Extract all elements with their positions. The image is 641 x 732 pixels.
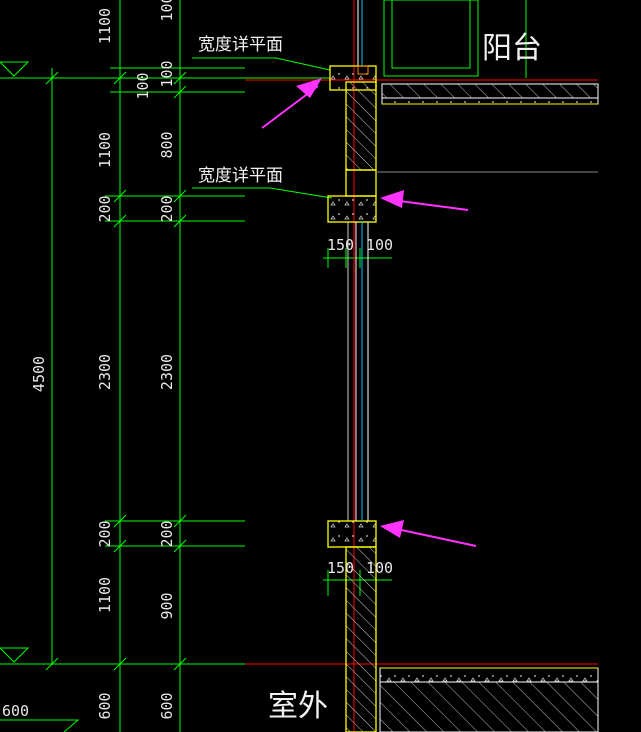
dim-col2-f: 1100 <box>96 577 114 613</box>
dim-col2-e: 200 <box>158 520 176 547</box>
dim-level-mark: 600 <box>2 702 29 720</box>
dim-col3-c: 200 <box>96 195 114 222</box>
balcony-slab-upper <box>381 83 599 105</box>
dimension-lines <box>0 0 527 732</box>
dimension-texts: 1100 100 4500 100 1100 200 2300 200 1100… <box>2 0 393 720</box>
level-markers <box>0 61 80 732</box>
dim-sill-lower-right: 100 <box>366 559 393 577</box>
dim-top-cut-left: 1100 <box>96 8 114 44</box>
dim-col1-total: 4500 <box>30 356 48 392</box>
note-mid: 宽度详平面 <box>198 166 283 186</box>
arrow-mid-icon <box>380 190 469 211</box>
dim-sill-upper-left: 150 <box>327 236 354 254</box>
balcony-label: 阳台 <box>482 31 542 66</box>
dim-col2-a: 100 <box>134 72 152 99</box>
wall-section <box>327 0 377 732</box>
note-top: 宽度详平面 <box>198 35 283 55</box>
dim-col3-a: 100 <box>158 60 176 87</box>
dim-top-cut-right: 100 <box>158 0 176 22</box>
dim-col2-c: 200 <box>158 195 176 222</box>
dim-col3-f: 900 <box>158 592 176 619</box>
dim-col2-b: 1100 <box>96 132 114 168</box>
dim-col3-b: 800 <box>158 131 176 158</box>
dim-col2-g: 600 <box>96 692 114 719</box>
dim-col2-d: 2300 <box>96 354 114 390</box>
dim-col3-e: 200 <box>96 520 114 547</box>
exterior-label: 室外 <box>268 689 328 724</box>
axis-lines <box>245 0 598 732</box>
dim-sill-lower-left: 150 <box>327 559 354 577</box>
floor-slab-lower <box>379 667 599 732</box>
arrow-top-icon <box>261 78 322 129</box>
dim-sill-upper-right: 100 <box>366 236 393 254</box>
callout-arrows <box>261 78 477 547</box>
arrow-low-icon <box>380 520 477 547</box>
dim-col3-d: 2300 <box>158 354 176 390</box>
dim-col3-g: 600 <box>158 692 176 719</box>
